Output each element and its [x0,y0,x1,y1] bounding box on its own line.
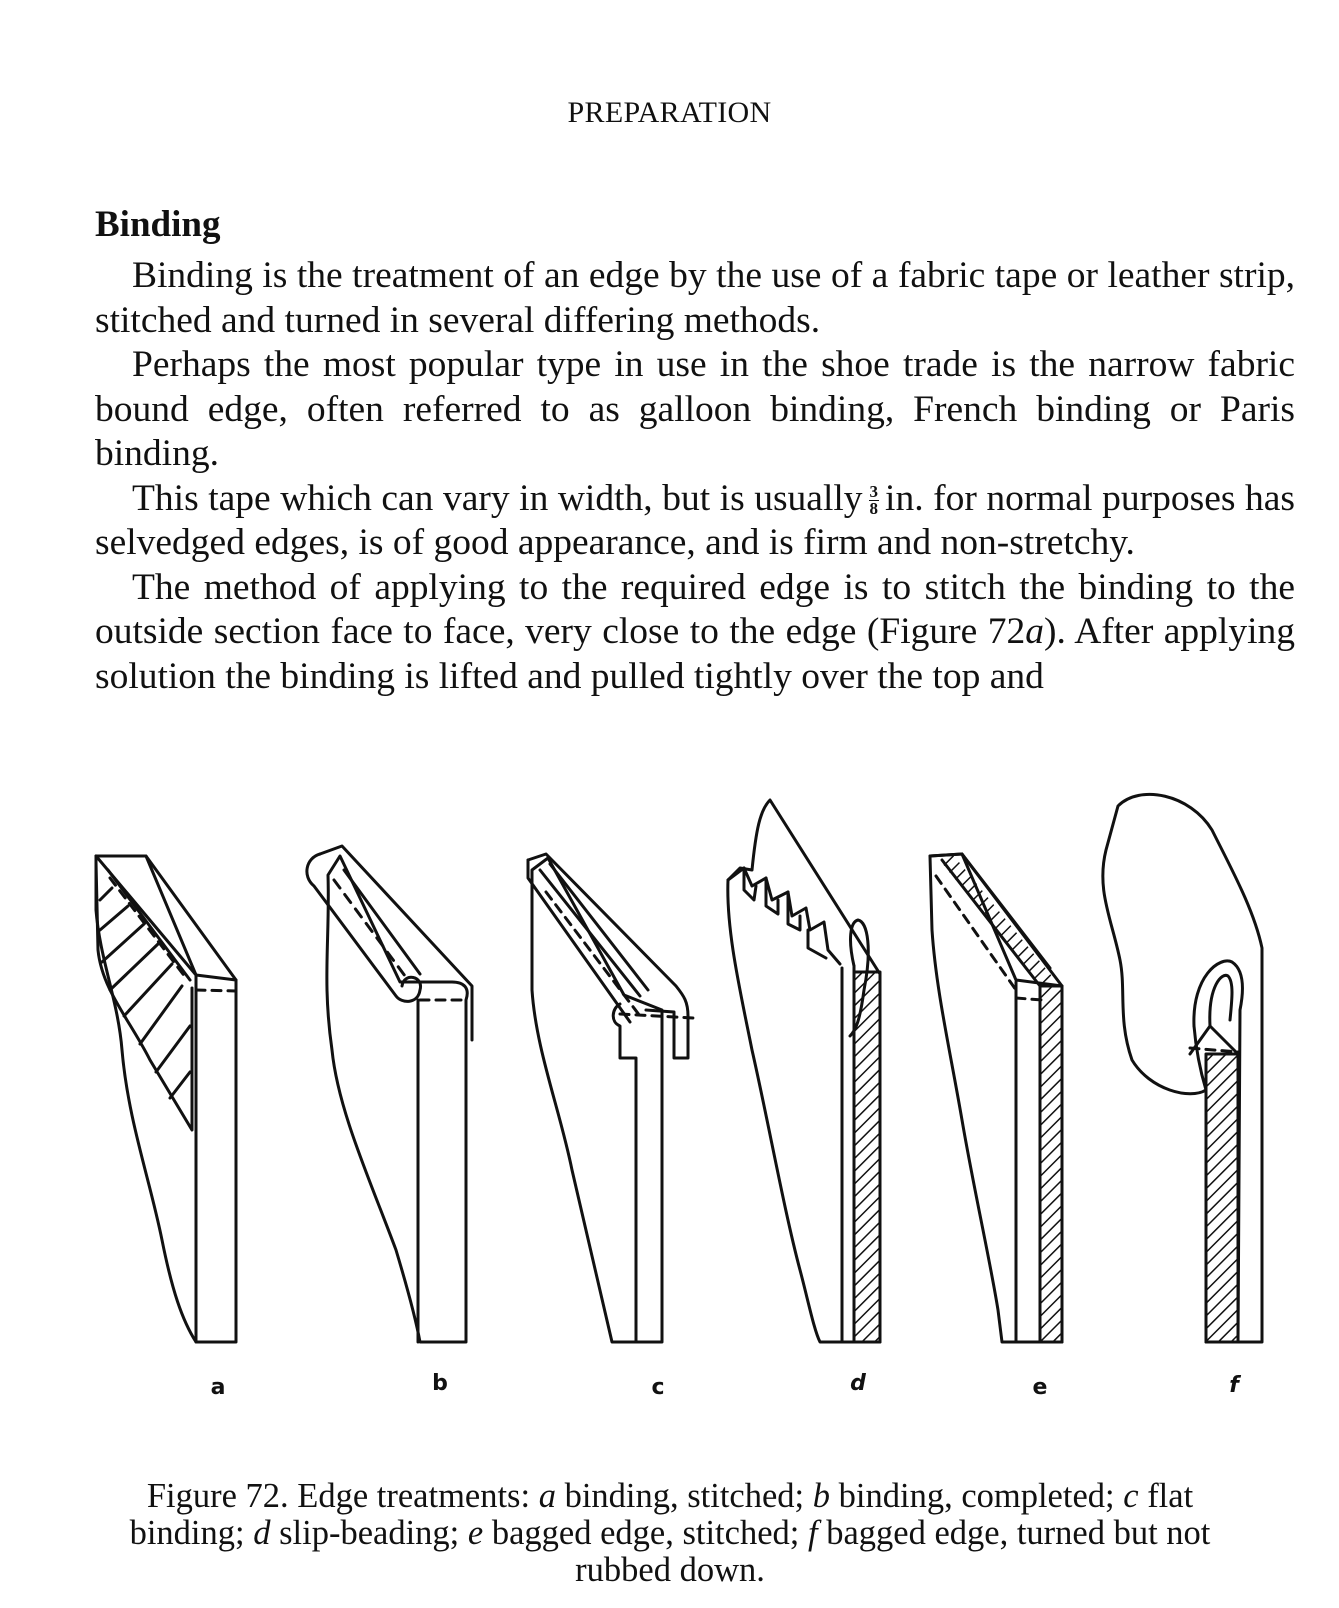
paragraph-4-end: ). After applying solution the binding i… [95,611,1295,697]
panel-b-drawing [305,844,474,1344]
caption-letter-f: f [807,1514,818,1552]
body-text: Binding is the treatment of an edge by t… [95,254,1295,699]
panel-label-c: c [651,1375,664,1400]
caption-prefix: Figure 72. Edge treatments: [146,1477,539,1515]
caption-text-c: flat binding; [129,1477,1194,1552]
caption-text-f: bagged edge, turned but not rubbed down. [575,1514,1211,1589]
paragraph-1: Binding is the treatment of an edge by t… [95,255,1295,341]
fraction-denominator: 8 [869,499,879,519]
caption-letter-a: a [538,1477,556,1515]
paragraph-2: Perhaps the most popular type in use in … [95,344,1295,474]
caption-letter-e: e [467,1514,484,1552]
paragraph-4: The method of applying to the required e… [95,566,1295,700]
edge-treatments-figure: a b c d e f [94,792,1264,1400]
caption-letter-d: d [253,1514,271,1552]
paragraph-3: This tape which can vary in width, but i… [95,477,1295,566]
figure-ref-letter: a [1025,611,1044,652]
fraction-numerator: 3 [868,482,880,502]
caption-text-e: bagged edge, stitched; [483,1514,808,1552]
panel-label-e: e [1033,1375,1048,1400]
paragraph-3-start: This tape which can vary in width, but i… [132,477,863,519]
figure-caption: Figure 72. Edge treatments: a binding, s… [120,1478,1220,1589]
panel-e-drawing [928,852,1064,1344]
caption-letter-c: c [1123,1477,1139,1515]
section-heading: Binding [95,204,221,245]
panel-a-drawing [94,854,238,1344]
panel-f-drawing [1101,792,1264,1344]
panel-label-d: d [850,1371,866,1396]
caption-text-b: binding, completed; [830,1477,1124,1515]
paragraph-3-end: in. for normal purposes has selvedged ed… [95,477,1295,564]
panel-label-b: b [432,1371,448,1396]
panel-label-a: a [211,1375,226,1400]
panel-d-drawing [726,798,882,1344]
panel-label-f: f [1229,1373,1241,1398]
panel-c-drawing [526,852,696,1344]
caption-letter-b: b [812,1477,831,1515]
running-head: PREPARATION [567,96,772,129]
caption-text-a: binding, stitched; [555,1477,813,1515]
caption-text-d: slip-beading; [270,1514,468,1552]
paragraph-4-start: The method of applying to the required e… [95,566,1295,653]
